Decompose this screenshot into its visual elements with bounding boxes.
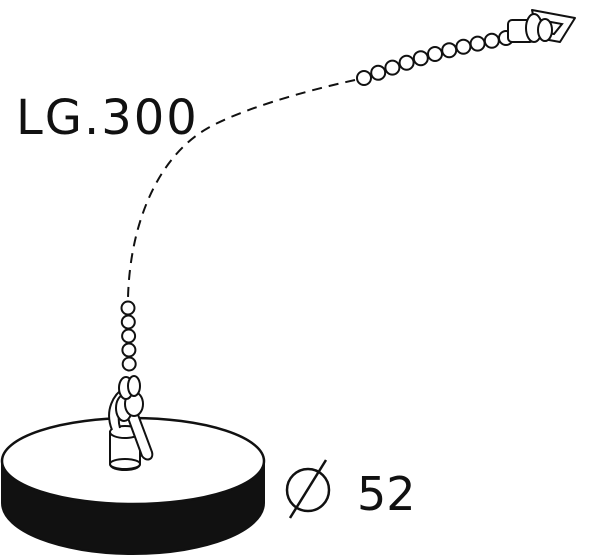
- chain-length-label: LG.300: [16, 90, 199, 146]
- chain-bead: [120, 300, 136, 316]
- chain-bead: [121, 356, 137, 372]
- chain-bead: [370, 64, 387, 81]
- chain-dashed-line: [127, 79, 356, 299]
- chain-bead: [455, 38, 472, 55]
- chain-end-clip: [507, 9, 576, 43]
- chain-bead: [427, 46, 443, 62]
- chain-bead: [120, 314, 136, 330]
- diameter-symbol-icon: [285, 459, 331, 519]
- chain-bead: [356, 70, 372, 86]
- chain-bead: [441, 42, 458, 59]
- chain-bead: [121, 342, 137, 358]
- chain-bead: [121, 328, 137, 344]
- diameter-value-label: 52: [357, 467, 416, 521]
- upper-bead-chain: [356, 30, 514, 86]
- chain-bead: [384, 59, 401, 76]
- chain-bead: [483, 32, 500, 49]
- chain-bead: [398, 54, 415, 71]
- lower-bead-chain: [120, 300, 137, 372]
- chain-bead: [469, 35, 486, 52]
- chain-bead: [412, 50, 429, 67]
- plug-eyelet: [108, 375, 154, 471]
